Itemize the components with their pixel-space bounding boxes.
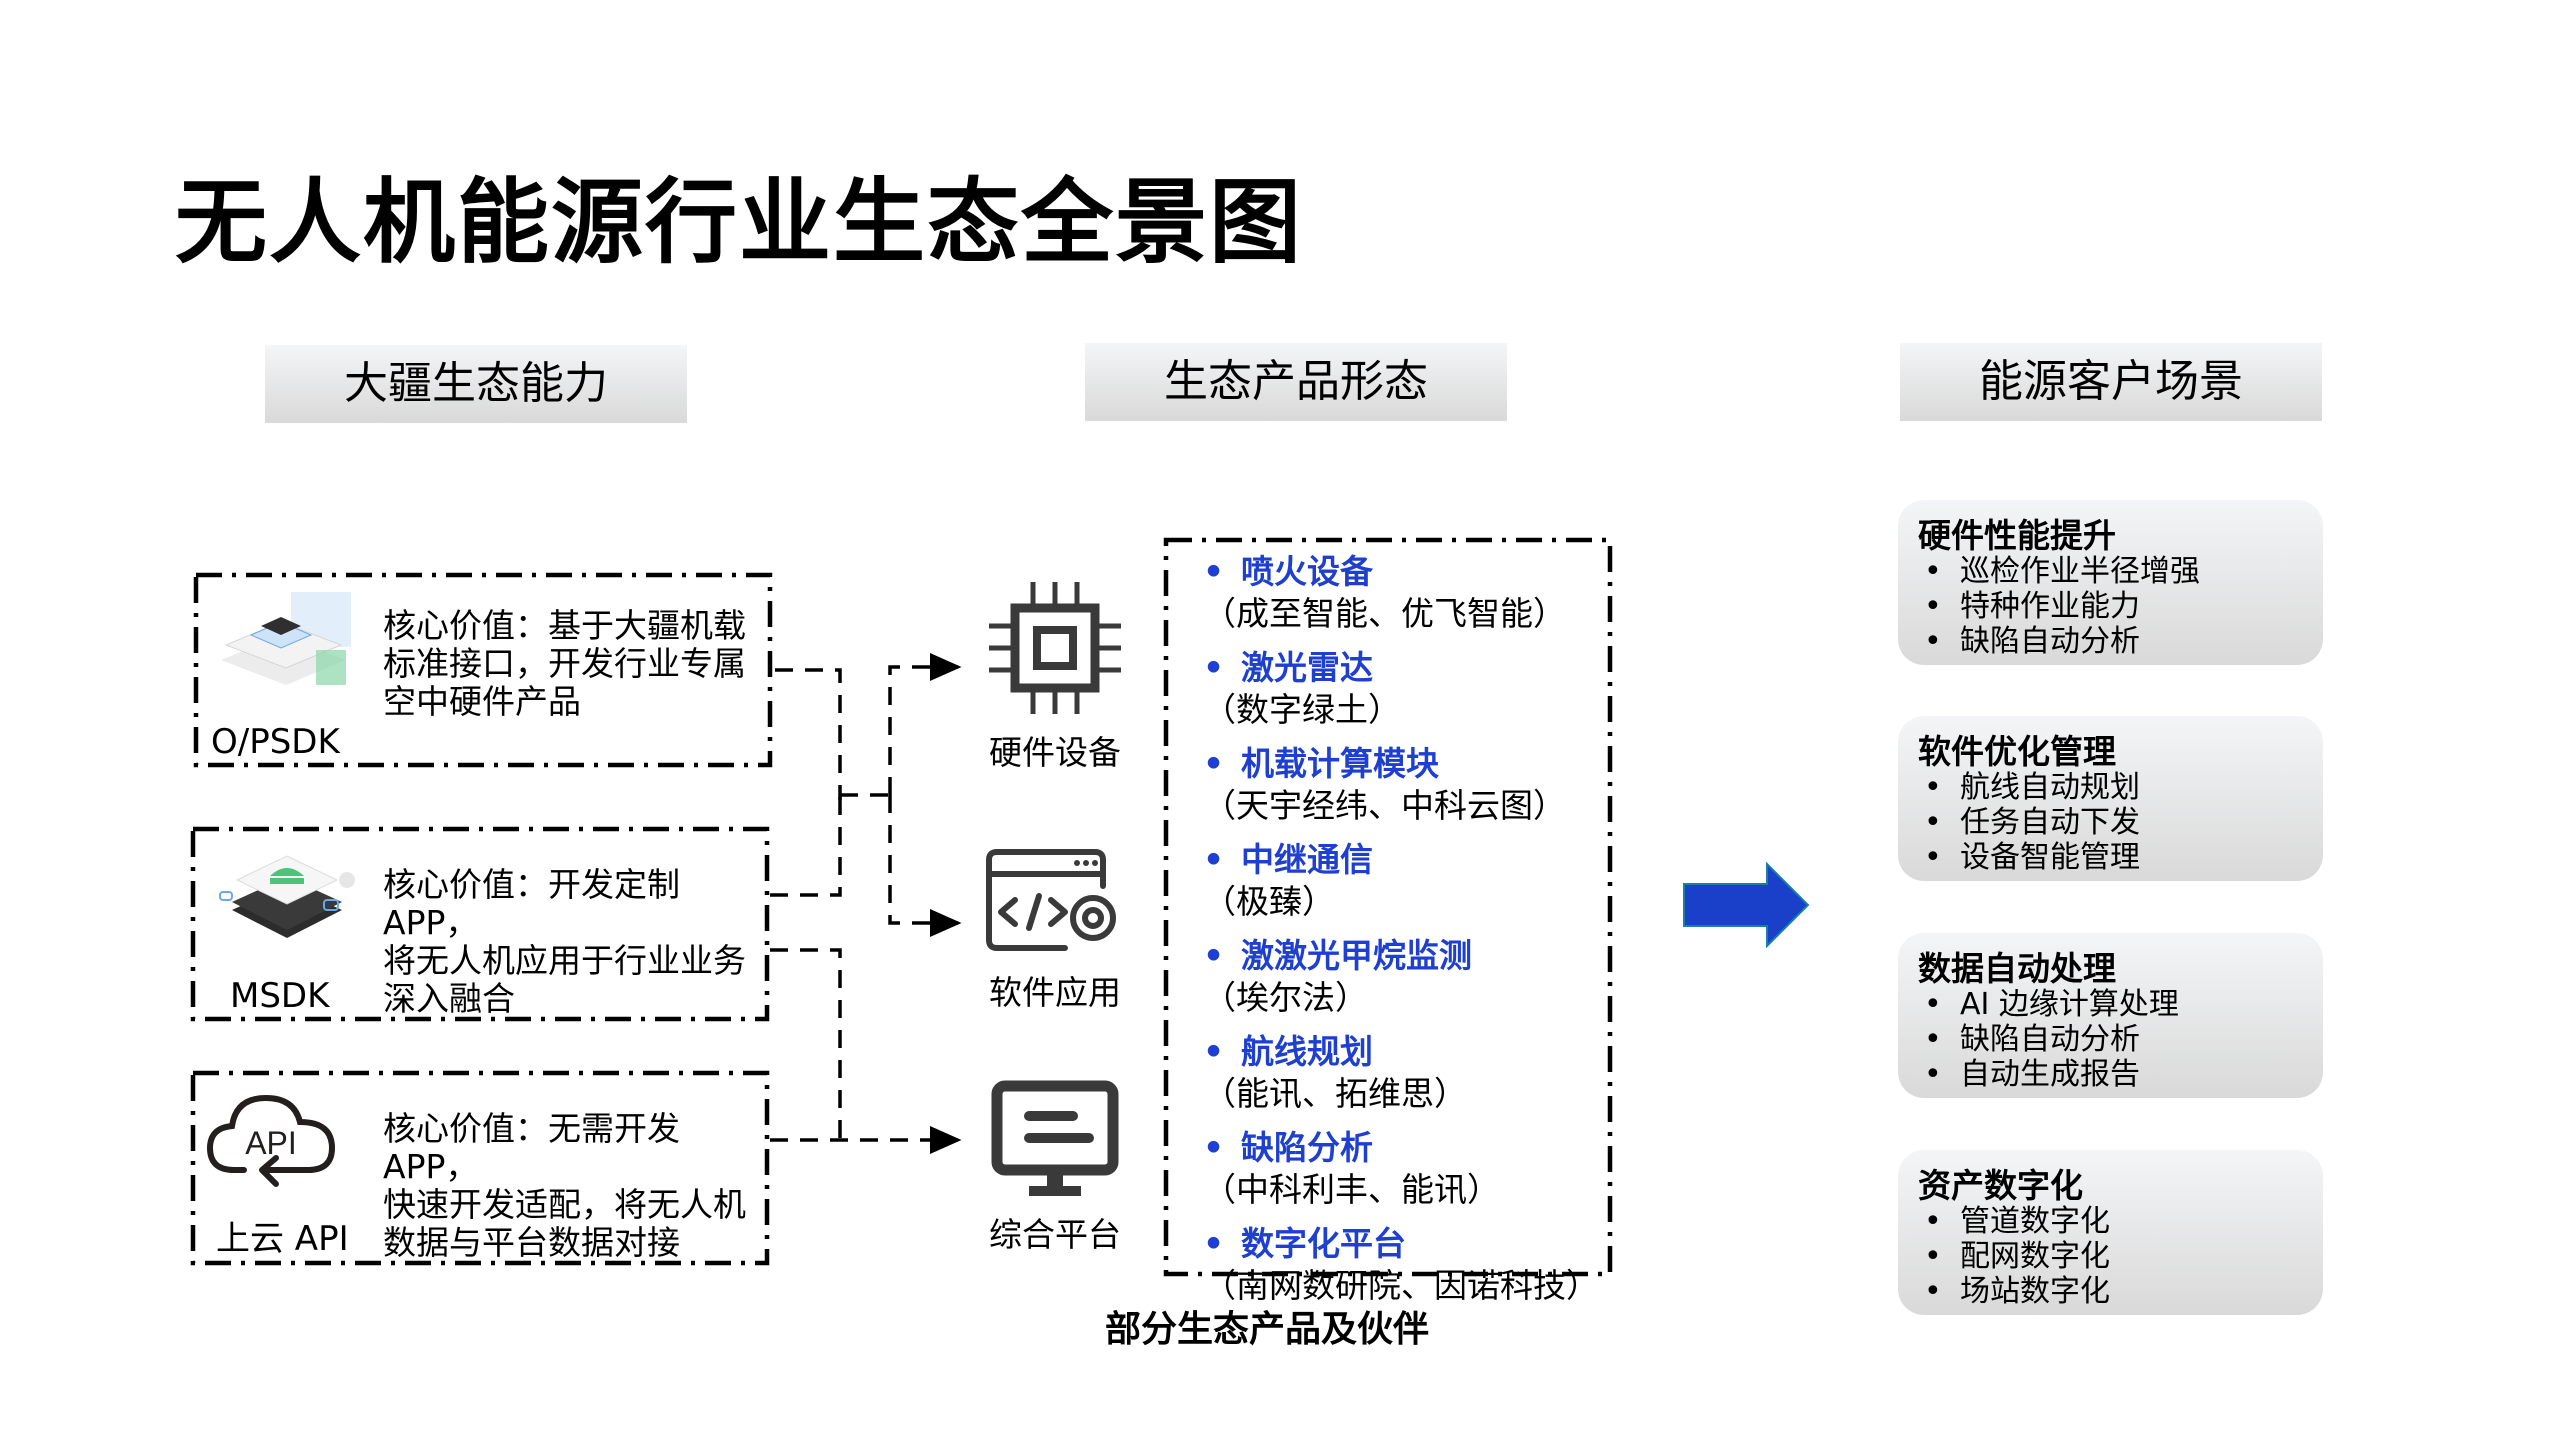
partner-item: 数字化平台（南网数研院、因诺科技） [1203,1223,1599,1307]
partner-category: 数字化平台 [1203,1223,1599,1265]
scenario-item: 任务自动下发 [1918,805,2323,840]
product-hardware: 硬件设备 [955,578,1155,774]
scenario-card-assets: 资产数字化 管道数字化 配网数字化 场站数字化 [1898,1150,2323,1315]
cloud-api-icon: API [204,1088,344,1203]
scenario-card-data: 数据自动处理 AI 边缘计算处理 缺陷自动分析 自动生成报告 [1898,933,2323,1098]
column-header-products: 生态产品形态 [1085,343,1507,421]
product-label: 综合平台 [989,1215,1121,1254]
column-header-capabilities: 大疆生态能力 [265,345,687,423]
product-label: 硬件设备 [989,733,1121,772]
connector-to-hardware [888,653,962,795]
partner-names: （埃尔法） [1203,978,1368,1017]
connector-msdk-platform [770,948,842,1140]
scenario-item: 航线自动规划 [1918,770,2323,805]
capability-name: 上云 API [216,1219,349,1259]
partner-item: 航线规划（能讯、拓维思） [1203,1031,1599,1115]
partner-item: 喷火设备（成至智能、优飞智能） [1203,551,1599,635]
partner-category: 激光雷达 [1203,647,1599,689]
svg-text:API: API [245,1125,297,1161]
scenario-item: 管道数字化 [1918,1204,2323,1239]
partner-item: 激光雷达（数字绿土） [1203,647,1599,731]
android-sdk-icon [212,840,362,960]
partner-item: 缺陷分析（中科利丰、能讯） [1203,1127,1599,1211]
scenario-title: 资产数字化 [1918,1166,2083,1205]
partners-list: 喷火设备（成至智能、优飞智能） 激光雷达（数字绿土） 机载计算模块（天宇经纬、中… [1203,551,1599,1319]
partner-item: 激激光甲烷监测（埃尔法） [1203,935,1599,1019]
scenario-item: 配网数字化 [1918,1239,2323,1274]
scenario-title: 软件优化管理 [1918,732,2116,771]
partner-names: （成至智能、优飞智能） [1203,594,1566,633]
scenario-item: 特种作业能力 [1918,589,2323,624]
scenario-item: 缺陷自动分析 [1918,1022,2323,1057]
capability-name: O/PSDK [211,722,340,762]
product-label: 软件应用 [989,973,1121,1012]
product-platform: 综合平台 [955,1080,1155,1256]
capability-desc: 核心价值：基于大疆机载 标准接口，开发行业专属 空中硬件产品 [383,606,746,721]
capability-box-cloud-api: API 上云 API 核心价值：无需开发 APP， 快速开发适配，将无人机 数据… [190,1070,770,1266]
partner-category: 缺陷分析 [1203,1127,1599,1169]
capability-desc: 核心价值：无需开发 APP， 快速开发适配，将无人机 数据与平台数据对接 [383,1109,746,1262]
partner-names: （中科利丰、能讯） [1203,1170,1500,1209]
scenario-item: 自动生成报告 [1918,1057,2323,1092]
partners-caption: 部分生态产品及伙伴 [1105,1309,1430,1350]
partner-names: （能讯、拓维思） [1203,1074,1467,1113]
partner-item: 中继通信（极臻） [1203,839,1599,923]
chip-layers-icon [211,590,361,705]
scenario-item: 缺陷自动分析 [1918,624,2323,659]
partner-names: （南网数研院、因诺科技） [1203,1266,1599,1305]
right-arrow-icon [1683,862,1810,948]
scenario-item: 巡检作业半径增强 [1918,554,2323,589]
partner-category: 喷火设备 [1203,551,1599,593]
partner-category: 机载计算模块 [1203,743,1599,785]
scenario-item: 场站数字化 [1918,1274,2323,1309]
partner-names: （极臻） [1203,882,1335,921]
code-window-gear-icon [986,849,1116,951]
capability-desc: 核心价值：开发定制 APP， 将无人机应用于行业业务 深入融合 [383,865,746,1018]
capability-box-opsdk: O/PSDK 核心价值：基于大疆机载 标准接口，开发行业专属 空中硬件产品 [193,572,773,768]
partner-category: 中继通信 [1203,839,1599,881]
capability-name: MSDK [230,976,330,1016]
scenario-item: AI 边缘计算处理 [1918,987,2323,1022]
connector-to-software [888,795,962,937]
monitor-icon [991,1080,1119,1196]
partner-item: 机载计算模块（天宇经纬、中科云图） [1203,743,1599,827]
product-software: 软件应用 [955,848,1155,1014]
capability-box-msdk: MSDK 核心价值：开发定制 APP， 将无人机应用于行业业务 深入融合 [190,826,770,1022]
partner-category: 航线规划 [1203,1031,1599,1073]
partner-category: 激激光甲烷监测 [1203,935,1599,977]
scenario-card-software: 软件优化管理 航线自动规划 任务自动下发 设备智能管理 [1898,716,2323,881]
partners-box: 喷火设备（成至智能、优飞智能） 激光雷达（数字绿土） 机载计算模块（天宇经纬、中… [1163,537,1613,1305]
connector-msdk [770,790,842,897]
scenario-title: 硬件性能提升 [1918,516,2116,555]
partner-names: （数字绿土） [1203,690,1401,729]
partner-names: （天宇经纬、中科云图） [1203,786,1566,825]
scenario-card-hardware: 硬件性能提升 巡检作业半径增强 特种作业能力 缺陷自动分析 [1898,500,2323,665]
scenario-title: 数据自动处理 [1918,949,2116,988]
column-header-scenarios: 能源客户场景 [1900,343,2322,421]
connector-opsdk [775,668,842,800]
scenario-item: 设备智能管理 [1918,840,2323,875]
page-title: 无人机能源行业生态全景图 [175,169,1304,276]
cpu-chip-icon [989,582,1121,714]
